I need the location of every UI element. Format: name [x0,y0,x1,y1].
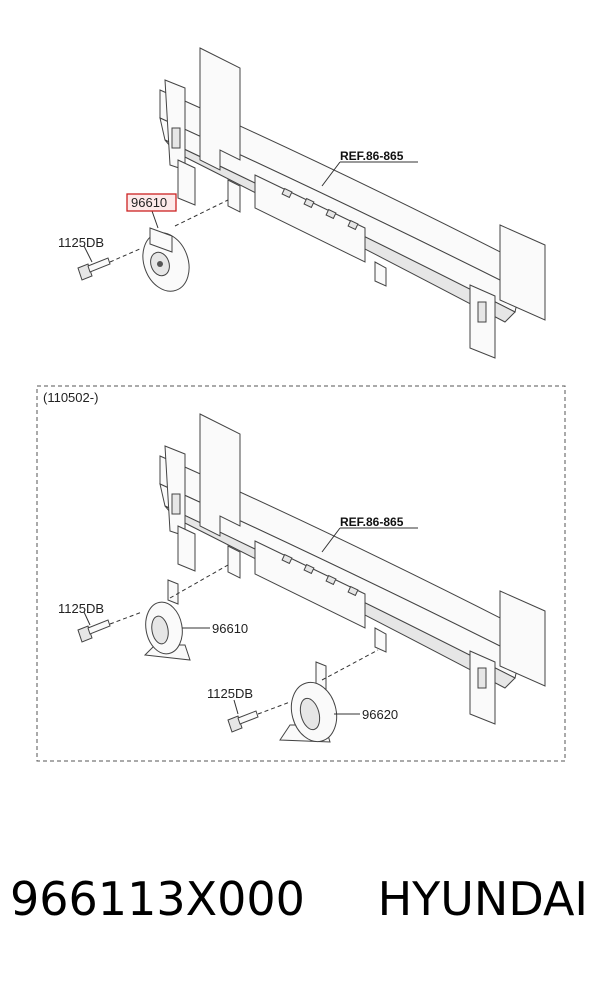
top-assembly: 96610 1125DB REF.86-865 [58,47,546,359]
bolt-icon [77,257,111,281]
top-part-label[interactable]: 96610 [131,195,167,210]
bottom-bolt-label-1: 1125DB [58,601,104,616]
top-bolt-label: 1125DB [58,235,104,250]
top-ref-label[interactable]: REF.86-865 [340,149,404,163]
horn-snail-icon [279,661,338,743]
horn-disc-icon [142,227,190,292]
bottom-ref-label[interactable]: REF.86-865 [340,515,404,529]
bottom-part-label-2[interactable]: 96620 [362,707,398,722]
parts-diagram: 96610 1125DB REF.86-865 (110502-) REF.86… [36,47,566,762]
section-frame [36,385,566,762]
brand-name: HYUNDAI [377,872,588,926]
bottom-assembly: REF.86-865 [159,413,546,725]
bottom-part-label-1[interactable]: 96610 [212,621,248,636]
bolt-icon [227,710,259,733]
bolt-icon [77,619,111,643]
section-label: (110502-) [43,390,98,405]
horn-snail-icon [143,579,191,661]
highlight-box [126,193,177,212]
caption: 966113X000 HYUNDAI [10,872,590,952]
part-number: 966113X000 [10,872,305,926]
bottom-bolt-label-2: 1125DB [207,686,253,701]
